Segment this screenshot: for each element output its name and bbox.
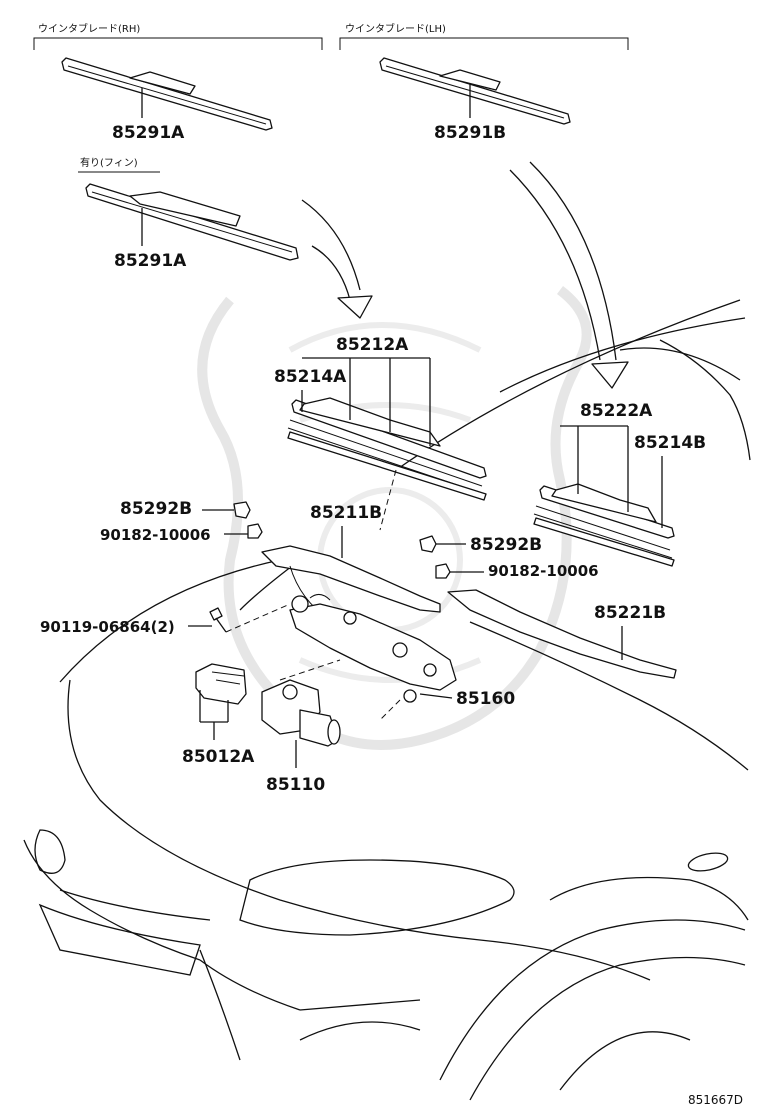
part-85292B-right: 85292B	[470, 535, 542, 555]
blade-assy-lh: 85222A 85214B	[533, 401, 706, 567]
cap-nut-right: 85292B 90182-10006	[419, 535, 599, 580]
wiper-link: 85160	[289, 594, 515, 709]
header-bracket-rh: ウインタブレード(RH)	[33, 22, 323, 50]
part-85291B: 85291B	[434, 123, 506, 143]
part-85214A: 85214A	[274, 367, 347, 387]
winter-blade-lh: 85291B	[379, 57, 571, 143]
header-rh-label: ウインタブレード(RH)	[38, 22, 140, 35]
part-85211B: 85211B	[310, 503, 382, 523]
part-90119: 90119-06864(2)	[40, 618, 175, 636]
arrow-right	[509, 161, 629, 389]
arrow-left	[301, 199, 373, 319]
part-85212A: 85212A	[336, 335, 409, 355]
winter-blade-rh: 85291A	[61, 57, 273, 143]
part-90182-left: 90182-10006	[100, 526, 211, 544]
winter-blade-fin: 有り(フィン) 85291A	[78, 156, 299, 271]
part-85222A: 85222A	[580, 401, 653, 421]
cap-nut-left: 85292B 90182-10006	[100, 499, 263, 544]
part-85160: 85160	[456, 689, 515, 709]
blade-assy-rh: 85212A 85214A	[274, 335, 487, 501]
wiper-arm-lh: 85221B	[447, 589, 677, 679]
part-85291A-fin: 85291A	[114, 251, 187, 271]
header-lh-label: ウインタブレード(LH)	[345, 22, 446, 35]
part-85292B-left: 85292B	[120, 499, 192, 519]
bolt: 90119-06864(2)	[40, 607, 227, 636]
header-fin-label: 有り(フィン)	[80, 156, 138, 169]
part-85012A: 85012A	[182, 747, 255, 767]
wiper-motor: 85110	[261, 679, 341, 795]
wiper-connector: 85012A	[182, 663, 255, 767]
part-85214B: 85214B	[634, 433, 706, 453]
part-85221B: 85221B	[594, 603, 666, 623]
wiper-arm-rh: 85211B	[261, 503, 441, 621]
part-85291A-rh: 85291A	[112, 123, 185, 143]
diagram-code: 851667D	[688, 1093, 743, 1107]
header-bracket-lh: ウインタブレード(LH)	[339, 22, 629, 50]
part-85110: 85110	[266, 775, 325, 795]
car-body-outline	[23, 299, 751, 1101]
dashed-references	[225, 469, 401, 721]
part-90182-right: 90182-10006	[488, 562, 599, 580]
